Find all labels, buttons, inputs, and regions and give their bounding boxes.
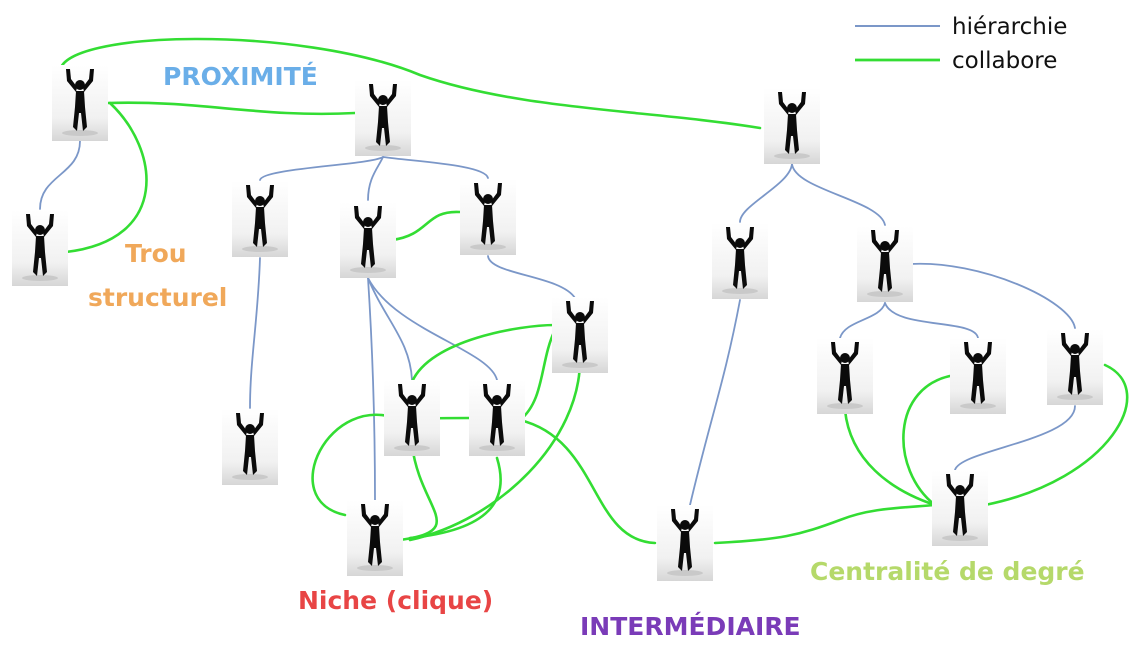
- label-trou-line1: Trou: [125, 239, 187, 268]
- collaboration-edge: [408, 358, 582, 542]
- label-centralite: Centralité de degré: [810, 557, 1085, 586]
- person-icon: [1047, 329, 1103, 405]
- person-icon: [657, 505, 713, 581]
- collaboration-edge: [902, 373, 957, 507]
- hierarchy-edge: [839, 302, 886, 339]
- person-icon: [12, 210, 68, 286]
- hierarchy-edge: [689, 299, 741, 506]
- label-niche: Niche (clique): [298, 586, 493, 615]
- person-icon: [232, 181, 288, 257]
- collaboration-edge: [843, 408, 937, 507]
- hierarchy-edge: [367, 156, 384, 201]
- person-icon: [340, 202, 396, 278]
- hierarchy-edge: [909, 262, 1076, 329]
- person-icon: [222, 409, 278, 485]
- collaboration-edge: [106, 101, 357, 116]
- collaboration-edge: [518, 418, 657, 545]
- hierarchy-edge: [382, 156, 489, 179]
- person-icon: [950, 338, 1006, 414]
- collaboration-edge: [410, 323, 557, 384]
- legend: hiérarchie collabore: [855, 14, 1067, 74]
- collaboration-edge: [713, 503, 937, 545]
- collaboration-edge: [518, 328, 557, 422]
- hierarchy-edge: [884, 302, 979, 339]
- collaboration-edge: [983, 363, 1129, 507]
- hierarchy-edge: [367, 277, 413, 381]
- hierarchy-edge: [249, 257, 261, 409]
- collaboration-edge: [311, 413, 402, 517]
- person-icon: [764, 88, 820, 164]
- legend-hierarchy-label: hiérarchie: [952, 14, 1067, 40]
- collaboration-edge: [64, 101, 148, 254]
- collaboration-edge: [390, 210, 462, 242]
- person-icon: [857, 226, 913, 302]
- collaboration-edge: [398, 443, 438, 542]
- person-icon: [355, 80, 411, 156]
- person-icon: [384, 380, 440, 456]
- hierarchy-edge: [259, 156, 384, 181]
- person-icon: [52, 65, 108, 141]
- label-trou-line2: structurel: [88, 283, 227, 312]
- person-icon: [932, 470, 988, 546]
- label-proximite: PROXIMITÉ: [163, 62, 318, 91]
- person-icon: [460, 179, 516, 255]
- person-icon: [817, 338, 873, 414]
- hierarchy-edge: [39, 140, 81, 210]
- label-intermediaire: INTERMÉDIAIRE: [580, 612, 801, 641]
- collaboration-edge: [408, 456, 502, 540]
- person-icon: [347, 500, 403, 576]
- person-icon: [712, 223, 768, 299]
- hierarchy-edge: [954, 405, 1076, 471]
- legend-collaboration-label: collabore: [952, 48, 1057, 74]
- person-icon: [469, 380, 525, 456]
- hierarchy-edge: [791, 163, 886, 226]
- collaboration-edge: [58, 37, 762, 130]
- hierarchy-edge: [367, 277, 498, 381]
- hierarchy-edge: [739, 163, 793, 223]
- person-icon: [552, 297, 608, 373]
- hierarchy-edge: [367, 277, 376, 501]
- hierarchy-edge: [487, 255, 576, 299]
